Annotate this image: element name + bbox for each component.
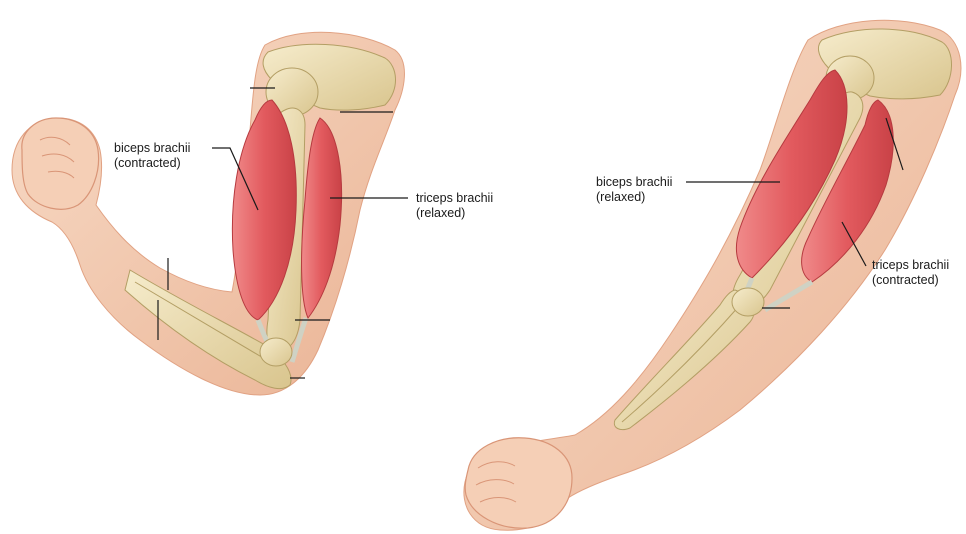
left-triceps-label: triceps brachii (relaxed) bbox=[416, 191, 493, 221]
right-biceps-label-name: biceps brachii bbox=[596, 175, 672, 190]
right-triceps-label: triceps brachii (contracted) bbox=[872, 258, 949, 288]
right-triceps-label-name: triceps brachii bbox=[872, 258, 949, 273]
right-biceps-label-state: (relaxed) bbox=[596, 190, 672, 205]
left-biceps-label-state: (contracted) bbox=[114, 156, 190, 171]
left-biceps-label-name: biceps brachii bbox=[114, 141, 190, 156]
left-triceps-label-name: triceps brachii bbox=[416, 191, 493, 206]
right-triceps-label-state: (contracted) bbox=[872, 273, 949, 288]
left-arm-flexed bbox=[12, 32, 404, 395]
right-biceps-label: biceps brachii (relaxed) bbox=[596, 175, 672, 205]
left-biceps-label: biceps brachii (contracted) bbox=[114, 141, 190, 171]
left-triceps-label-state: (relaxed) bbox=[416, 206, 493, 221]
left-fist bbox=[22, 118, 99, 209]
